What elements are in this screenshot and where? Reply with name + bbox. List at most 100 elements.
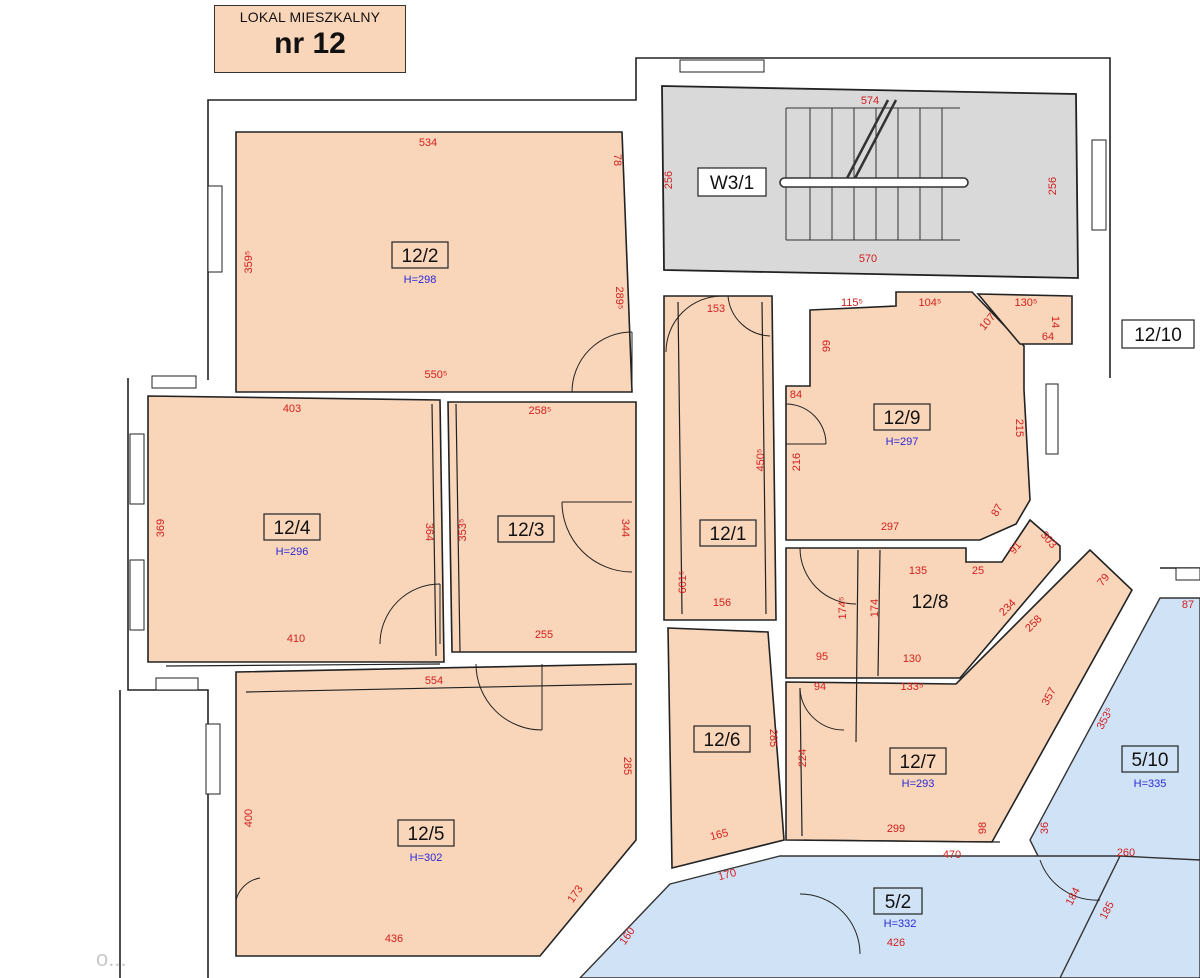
stairwell-w3-1 [661,59,1107,279]
room-12-9-shape [785,291,1031,541]
dim-133: 133⁵ [901,681,924,693]
door-swings [235,295,1101,955]
room-12-6-shape [667,627,785,870]
room-12-10-shape [976,293,1073,345]
dim-64: 64 [1042,331,1054,343]
dim-344: 344 [619,519,631,537]
dim-403: 403 [283,403,301,415]
apartment-rooms [147,131,1133,957]
dim-410: 410 [287,633,305,645]
room-5-10-label: 5/10 [1132,750,1169,771]
dim-174b: 174 [869,599,881,617]
dim-153: 153 [707,303,725,315]
dim-299: 299 [887,823,905,835]
dim-285b: 285 [621,757,633,775]
room-12-5-label: 12/5 [408,824,445,845]
dim-289: 289⁵ [613,287,625,310]
dim-156: 156 [713,597,731,609]
room-12-5-shape [235,663,637,957]
room-labels: 12/2 H=298 12/4 H=296 12/3 12/1 12/9 H=2… [263,167,1195,930]
dim-95: 95 [816,651,828,663]
room-w3-1-label: W3/1 [710,173,754,194]
dim-470: 470 [943,849,961,861]
dim-98: 98 [977,822,989,834]
room-12-7-box [889,747,947,775]
dim-170: 170 [717,867,738,883]
dim-550: 550⁵ [425,369,448,381]
dim-574: 574 [861,95,879,107]
dim-554: 554 [425,675,443,687]
dim-400: 400 [243,809,255,827]
watermark: o... [96,946,127,971]
room-12-7-height: H=293 [902,778,935,790]
room-12-2-label: 12/2 [402,246,439,267]
dim-87: 87 [989,502,1006,519]
room-w3-1-box [697,167,767,197]
windows [129,185,1200,795]
dim-364: 364 [423,523,435,541]
room-12-2-height: H=298 [404,274,437,286]
room-12-2-box [391,241,449,269]
room-12-1-shape [663,295,777,621]
dim-436: 436 [385,933,403,945]
room-5-2-label: 5/2 [885,892,911,913]
room-12-4-box [263,513,321,541]
dim-165: 165 [709,827,730,843]
room-5-10-height: H=335 [1134,778,1167,790]
dim-130: 130⁵ [1015,297,1038,309]
dim-215: 215 [1013,419,1025,437]
dim-135: 135 [909,565,927,577]
dim-285: 285 [767,729,779,747]
dim-87b: 87 [1182,599,1194,611]
dim-115: 115⁵ [841,297,863,309]
header-line2: nr 12 [274,27,346,60]
dim-256a: 256 [663,171,675,189]
dim-130b: 130 [903,653,921,665]
room-12-7-label: 12/7 [900,752,937,773]
dim-36: 36 [1039,822,1051,834]
room-12-9-label: 12/9 [884,408,921,429]
neighbor-units [579,597,1200,978]
room-5-2-height: H=332 [884,918,917,930]
dim-258: 258⁵ [529,405,552,417]
room-12-5-height: H=302 [410,852,443,864]
dim-216: 216 [791,453,803,471]
dim-25: 25 [972,565,984,577]
dim-78: 78 [611,154,623,166]
dim-255: 255 [535,629,553,641]
room-12-8-shape [785,518,1061,679]
room-12-5-box [397,819,455,847]
dim-104: 104⁵ [919,297,942,309]
dim-570: 570 [859,253,877,265]
room-12-6-box [693,725,751,753]
room-12-10-label: 12/10 [1134,325,1182,346]
dim-297: 297 [881,521,899,533]
dim-426: 426 [887,937,905,949]
inner-walls [165,301,1001,843]
dim-260: 260 [1117,847,1135,859]
dim-359: 359⁵ [243,251,255,274]
dim-174a: 174⁵ [837,597,849,620]
room-5-2-box [873,887,923,915]
room-12-3-label: 12/3 [508,520,545,541]
room-12-10-box [1121,319,1195,349]
room-12-7-shape [785,548,1133,843]
room-12-4-shape [147,395,445,663]
dimension-labels: 534 78 359⁵ 289⁵ 550⁵ 574 256 256 570 40… [155,95,1194,949]
dim-94: 94 [814,681,826,693]
room-5-10-box [1121,745,1179,773]
dim-601: 601⁵ [677,571,689,594]
dim-450: 450⁵ [755,449,767,472]
room-12-1-box [699,519,757,547]
room-12-1-label: 12/1 [710,524,747,545]
dim-353: 353⁵ [457,519,469,542]
room-12-6-label: 12/6 [704,730,741,751]
dim-14: 14 [1049,316,1061,328]
dim-369: 369 [155,519,167,537]
room-12-3-box [497,515,555,543]
room-12-3-shape [447,401,637,653]
header-box: LOKAL MIESZKALNY nr 12 [214,5,406,73]
dim-256b: 256 [1047,177,1059,195]
room-12-8-label: 12/8 [912,592,949,613]
